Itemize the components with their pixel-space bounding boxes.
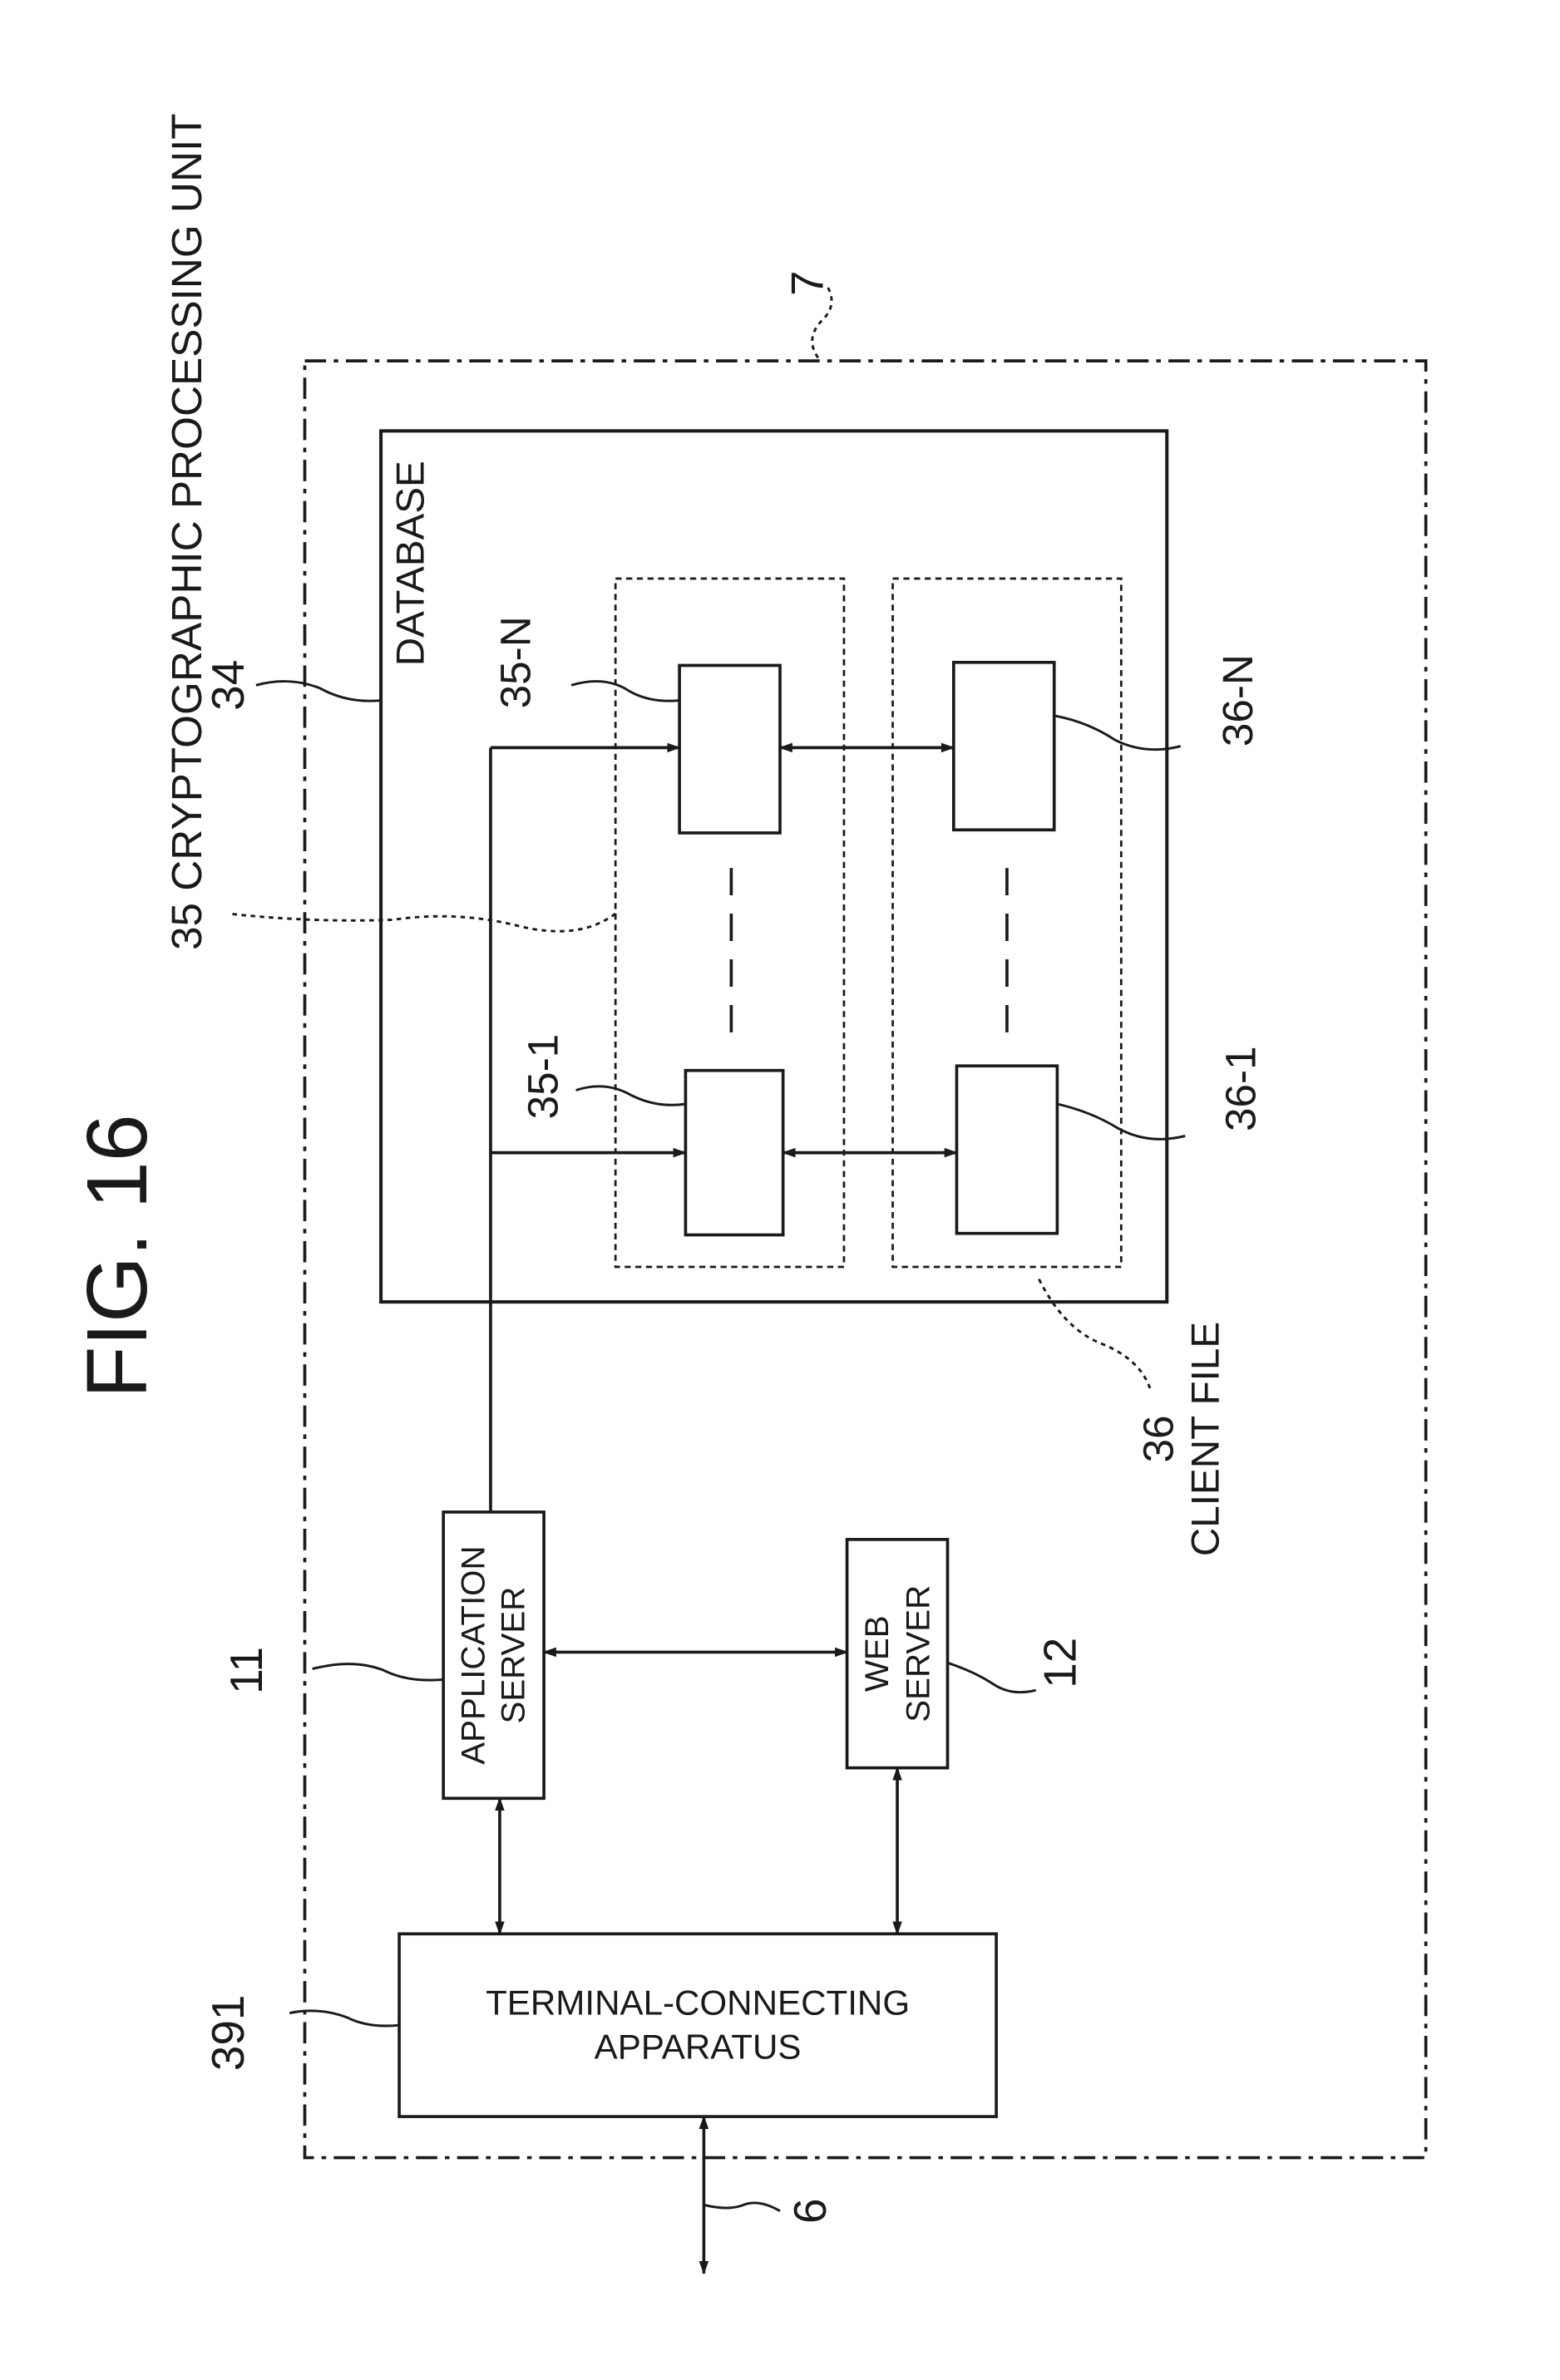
terminal-label-line2: APPARATUS (595, 2028, 802, 2067)
leader-12 (947, 1663, 1035, 1692)
system-boundary (304, 361, 1425, 2157)
client-file-1-box (956, 1066, 1057, 1233)
client-file-caption: CLIENT FILE (1184, 1322, 1228, 1556)
system-ref-label: 7 (781, 270, 832, 296)
terminal-label-line1: TERMINAL-CONNECTING (486, 1983, 910, 2022)
app-server-label-line2: SERVER (494, 1587, 531, 1724)
figure-title: FIG. 16 (69, 1114, 165, 1398)
web-server-ref-label: 12 (1034, 1638, 1085, 1688)
client-file-1-label: 36-1 (1217, 1046, 1265, 1131)
client-file-n-label: 36-N (1214, 654, 1261, 747)
client-file-ref-label: 36 (1135, 1415, 1182, 1462)
terminal-apparatus-box (399, 1934, 996, 2116)
network-ref-label: 6 (784, 2198, 836, 2224)
crypto-unit-group (615, 579, 844, 1267)
leader-7 (812, 286, 832, 357)
leader-351 (576, 1087, 686, 1105)
terminal-ref-label: 391 (202, 1995, 254, 2072)
crypto-unit-caption: 35 CRYPTOGRAPHIC PROCESSING UNIT (163, 113, 210, 950)
database-ref-label: 34 (202, 660, 254, 711)
leader-36n (1054, 716, 1181, 750)
leader-35n (571, 682, 679, 702)
app-server-ref-label: 11 (220, 1647, 272, 1694)
leader-34 (256, 682, 381, 702)
web-server-label-line1: WEB (858, 1615, 896, 1692)
app-server-label-line1: APPLICATION (455, 1545, 492, 1764)
database-box (381, 431, 1167, 1302)
leader-11 (313, 1664, 444, 1681)
crypto-unit-n-label: 35-N (492, 616, 540, 708)
crypto-unit-1-label: 35-1 (520, 1034, 567, 1120)
client-file-n-box (954, 663, 1054, 830)
web-server-label-line2: SERVER (900, 1585, 937, 1722)
leader-36 (1039, 1279, 1150, 1389)
leader-6 (703, 2203, 780, 2211)
crypto-unit-n-box (679, 665, 780, 832)
leader-35 (229, 914, 615, 931)
crypto-unit-1-box (685, 1071, 782, 1235)
database-label: DATABASE (388, 461, 432, 666)
